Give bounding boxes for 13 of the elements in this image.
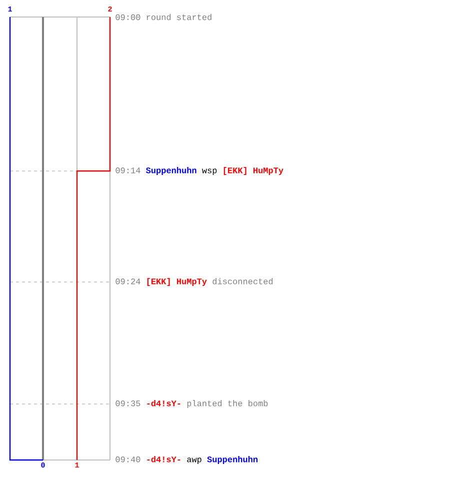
label: Suppenhuhn [146,167,196,175]
event-text: 09:14 Suppenhuhn wsp [EKK] HuMpTy [116,167,284,175]
event-text: 09:24 [EKK] HuMpTy disconnected [116,278,273,286]
label: Suppenhuhn [207,456,258,464]
label: awp [187,458,202,464]
label: -d4!sY- [147,456,180,462]
label: [EKK] HuMpTy [224,167,284,175]
label: wsp [202,168,217,175]
label: 09:40 [116,456,140,462]
event-text: 09:40 -d4!sY- awp Suppenhuhn [116,456,258,464]
event-text: 09:35 -d4!sY- planted the bomb [116,400,268,408]
label: 09:14 [116,168,140,174]
event-text: 09:00 round started [116,14,212,20]
